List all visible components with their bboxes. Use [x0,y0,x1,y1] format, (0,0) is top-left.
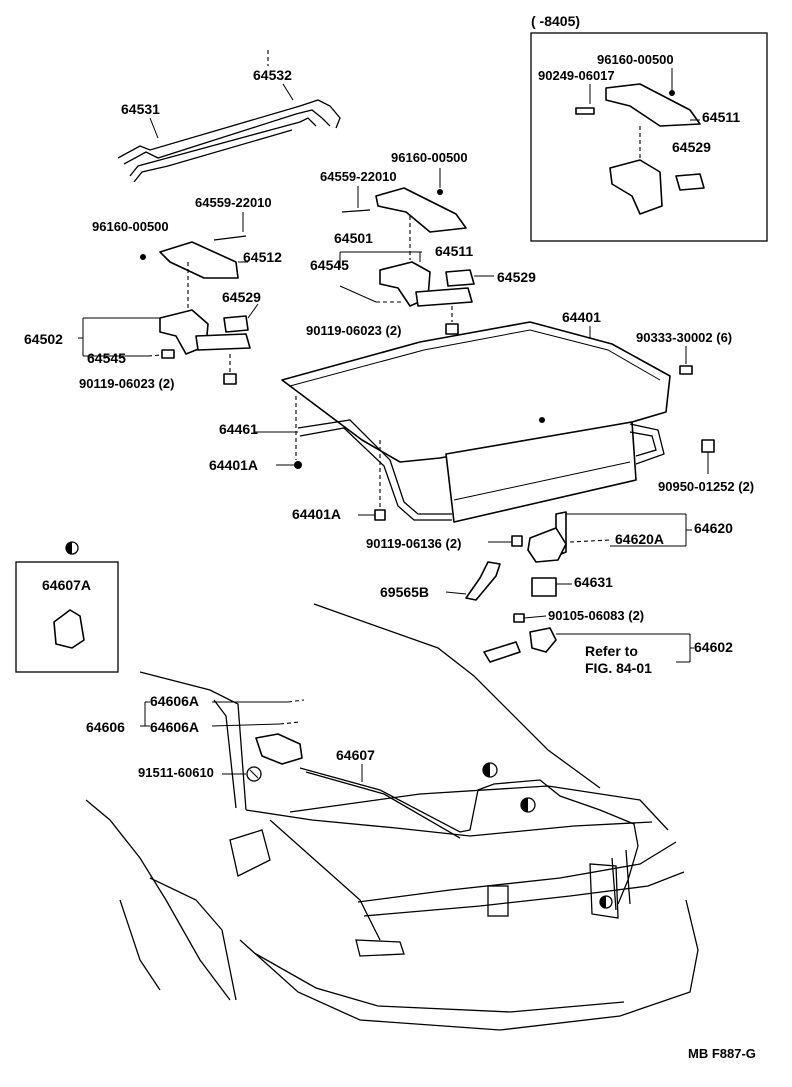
lock-64620 [527,527,567,563]
label-64607: 64607 [336,747,375,763]
label-64511-center: 64511 [435,243,473,259]
label-64620: 64620 [694,520,733,536]
label-64529-inset: 64529 [672,139,711,155]
label-90105: 90105-06083 (2) [548,608,644,623]
label-64511-inset: 64511 [702,109,740,125]
clip-64607A [53,609,85,649]
label-64545-center: 64545 [310,257,349,273]
label-64401A-upper: 64401A [209,457,258,473]
label-90119-lock: 90119-06136 (2) [366,536,461,551]
torsion-bar-64531 [129,117,317,177]
label-64606A-lower: 64606A [150,719,199,735]
label-64502: 64502 [24,331,63,347]
hinge-64512 [159,241,239,279]
label-64607A: 64607A [42,577,91,593]
label-91511: 91511-60610 [138,765,214,780]
label-64401A-lower: 64401A [292,506,341,522]
torsion-bar-64532 [117,99,341,159]
label-90249: 90249-06017 [538,68,615,83]
cover-69565B [465,561,501,601]
inset-64607A-box [15,561,119,673]
label-96160-center: 96160-00500 [391,150,468,165]
bolt-91511 [246,766,262,782]
label-64529-left: 64529 [222,289,261,305]
hinge-arm-inset [609,159,663,215]
diagram-code: MB F887-G [688,1046,756,1061]
bracket-64529-left [223,315,249,333]
refer-note-line2: FIG. 84-01 [585,660,652,676]
hinge-arm-64502 [159,309,209,355]
label-64606A-upper: 64606A [150,693,199,709]
car-rear-window [313,603,601,789]
bracket-64529-center [445,269,475,287]
latch-64602 [529,627,557,653]
hinge-64511-center [375,187,467,233]
weatherstrip-64461 [297,419,452,515]
label-64559-left: 64559-22010 [195,195,272,210]
label-64532: 64532 [253,67,292,83]
label-64545-left: 64545 [87,350,126,366]
opener-64606 [255,733,303,765]
label-64401: 64401 [562,309,601,325]
label-69565B: 69565B [380,584,429,600]
car-rear-bumper [239,899,699,1031]
release-cable-64607 [299,767,639,905]
refer-note-line1: Refer to [585,643,638,659]
label-90950: 90950-01252 (2) [658,479,754,494]
label-64501: 64501 [334,230,373,246]
label-64631: 64631 [574,574,613,590]
label-96160-left: 96160-00500 [92,219,169,234]
trunk-lid-64401 [281,321,671,463]
label-64531: 64531 [121,101,160,117]
bolt-64559-left [213,235,247,241]
bracket-64529-inset [675,173,705,191]
label-64559-center: 64559-22010 [320,169,397,184]
label-64620A: 64620A [615,531,664,547]
inset-box [530,32,768,242]
bolt-90249 [575,107,595,115]
label-64602: 64602 [694,639,733,655]
label-64461: 64461 [219,421,258,437]
label-64512: 64512 [243,249,282,265]
bolt-64559-center [341,209,371,213]
car-side-panel [85,799,231,1001]
label-90119-left: 90119-06023 (2) [79,376,174,391]
label-90333: 90333-30002 (6) [636,330,732,345]
inset-range-label: ( -8405) [531,13,580,29]
striker-64631 [531,577,557,597]
label-96160-inset: 96160-00500 [597,52,674,67]
label-64606: 64606 [86,719,125,735]
label-90119-center: 90119-06023 (2) [306,323,401,338]
label-64529-center: 64529 [497,269,536,285]
hinge-64511-inset [605,83,701,127]
